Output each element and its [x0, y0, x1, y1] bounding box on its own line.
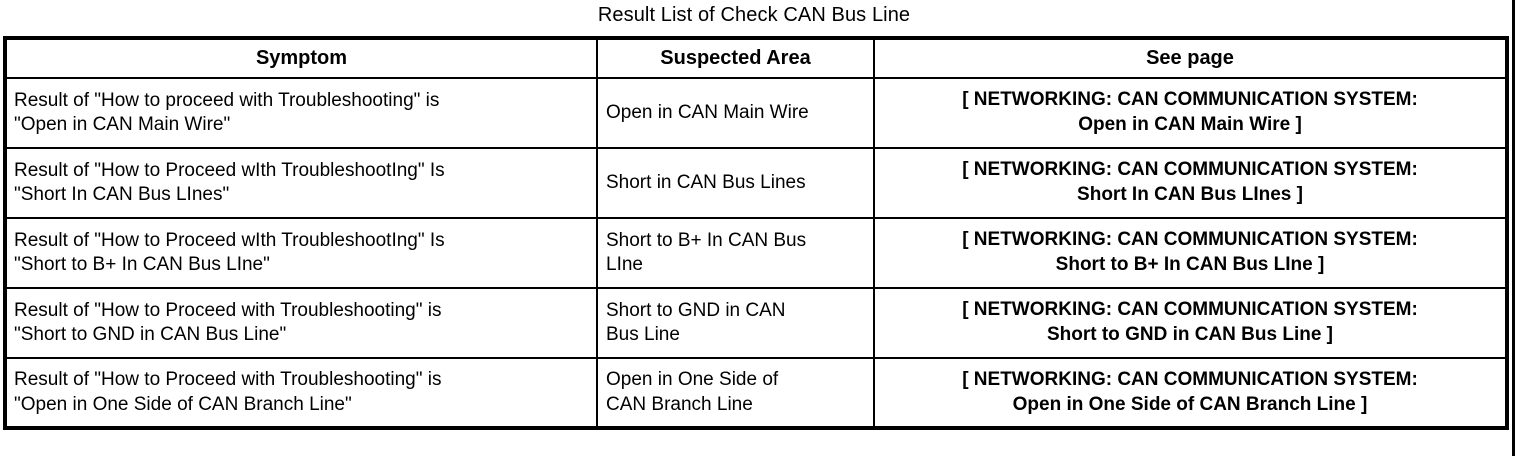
- table-row: Result of "How to Proceed wIth Troublesh…: [3, 217, 1509, 289]
- cell-see-page: [ NETWORKING: CAN COMMUNICATION SYSTEM: …: [873, 77, 1509, 149]
- cell-see-page: [ NETWORKING: CAN COMMUNICATION SYSTEM: …: [873, 147, 1509, 219]
- cell-see-page: [ NETWORKING: CAN COMMUNICATION SYSTEM: …: [873, 217, 1509, 289]
- suspected-area-line-2: LIne: [606, 254, 643, 275]
- page-margin-rule: [1512, 0, 1515, 456]
- suspected-area-line-1: Short in CAN Bus Lines: [606, 171, 806, 193]
- see-page-line-2: Short In CAN Bus LInes ]: [1077, 184, 1303, 205]
- page-title: Result List of Check CAN Bus Line: [597, 4, 911, 26]
- see-page-line-2: Short to GND in CAN Bus Line ]: [1046, 324, 1334, 345]
- cell-suspected-area: Short in CAN Bus Lines: [596, 147, 875, 219]
- cell-suspected-area: Open in One Side of CAN Branch Line: [596, 357, 875, 430]
- suspected-area-line-2: CAN Branch Line: [606, 393, 753, 415]
- see-page-line-1: [ NETWORKING: CAN COMMUNICATION SYSTEM:: [962, 159, 1418, 181]
- see-page-line-2: Open in CAN Main Wire ]: [1078, 114, 1302, 135]
- see-page-line-1: [ NETWORKING: CAN COMMUNICATION SYSTEM:: [962, 299, 1418, 321]
- cell-suspected-area: Short to B+ In CAN Bus LIne: [596, 217, 875, 289]
- table-header: Symptom Suspected Area See page: [3, 37, 1509, 79]
- cell-see-page: [ NETWORKING: CAN COMMUNICATION SYSTEM: …: [873, 287, 1509, 359]
- result-list-table: Symptom Suspected Area See page Result o…: [3, 36, 1509, 430]
- suspected-area-line-1: Open in CAN Main Wire: [606, 101, 809, 123]
- see-page-line-1: [ NETWORKING: CAN COMMUNICATION SYSTEM:: [962, 368, 1418, 390]
- see-page-line-1: [ NETWORKING: CAN COMMUNICATION SYSTEM:: [962, 229, 1418, 251]
- suspected-area-line-1: Open in One Side of: [606, 369, 779, 391]
- suspected-area-line-1: Short to GND in CAN: [606, 299, 786, 321]
- symptom-line-1: Result of "How to Proceed with Troublesh…: [14, 299, 442, 321]
- cell-symptom: Result of "How to Proceed wIth Troublesh…: [3, 147, 598, 219]
- symptom-line-1: Result of "How to Proceed wIth Troublesh…: [14, 229, 445, 251]
- see-page-line-2: Open in One Side of CAN Branch Line ]: [1012, 393, 1368, 415]
- symptom-line-2: "Short to GND in CAN Bus Line": [14, 324, 287, 345]
- table-row: Result of "How to Proceed with Troublesh…: [3, 357, 1509, 430]
- column-header-see-page: See page: [873, 37, 1509, 79]
- cell-suspected-area: Open in CAN Main Wire: [596, 77, 875, 149]
- table-header-row: Symptom Suspected Area See page: [3, 37, 1509, 79]
- see-page-line-2: Short to B+ In CAN Bus LIne ]: [1055, 254, 1325, 275]
- table-row: Result of "How to proceed with Troublesh…: [3, 77, 1509, 149]
- cell-symptom: Result of "How to Proceed with Troublesh…: [3, 287, 598, 359]
- suspected-area-line-1: Short to B+ In CAN Bus: [606, 229, 807, 251]
- cell-symptom: Result of "How to proceed with Troublesh…: [3, 77, 598, 149]
- symptom-line-2: "Open in One Side of CAN Branch Line": [14, 393, 352, 415]
- cell-suspected-area: Short to GND in CAN Bus Line: [596, 287, 875, 359]
- symptom-line-2: "Open in CAN Main Wire": [14, 114, 231, 135]
- symptom-line-2: "Short In CAN Bus LInes": [14, 184, 230, 205]
- see-page-line-1: [ NETWORKING: CAN COMMUNICATION SYSTEM:: [962, 89, 1418, 111]
- table-row: Result of "How to Proceed with Troublesh…: [3, 287, 1509, 359]
- cell-symptom: Result of "How to Proceed with Troublesh…: [3, 357, 598, 430]
- column-header-symptom: Symptom: [3, 37, 598, 79]
- table-row: Result of "How to Proceed wIth Troublesh…: [3, 147, 1509, 219]
- cell-see-page: [ NETWORKING: CAN COMMUNICATION SYSTEM: …: [873, 357, 1509, 430]
- table-body: Result of "How to proceed with Troublesh…: [3, 77, 1509, 430]
- symptom-line-2: "Short to B+ In CAN Bus LIne": [14, 254, 270, 275]
- symptom-line-1: Result of "How to Proceed wIth Troublesh…: [14, 159, 445, 181]
- column-header-suspected-area: Suspected Area: [596, 37, 875, 79]
- suspected-area-line-2: Bus Line: [606, 324, 680, 345]
- symptom-line-1: Result of "How to proceed with Troublesh…: [14, 89, 440, 111]
- cell-symptom: Result of "How to Proceed wIth Troublesh…: [3, 217, 598, 289]
- symptom-line-1: Result of "How to Proceed with Troublesh…: [14, 369, 442, 391]
